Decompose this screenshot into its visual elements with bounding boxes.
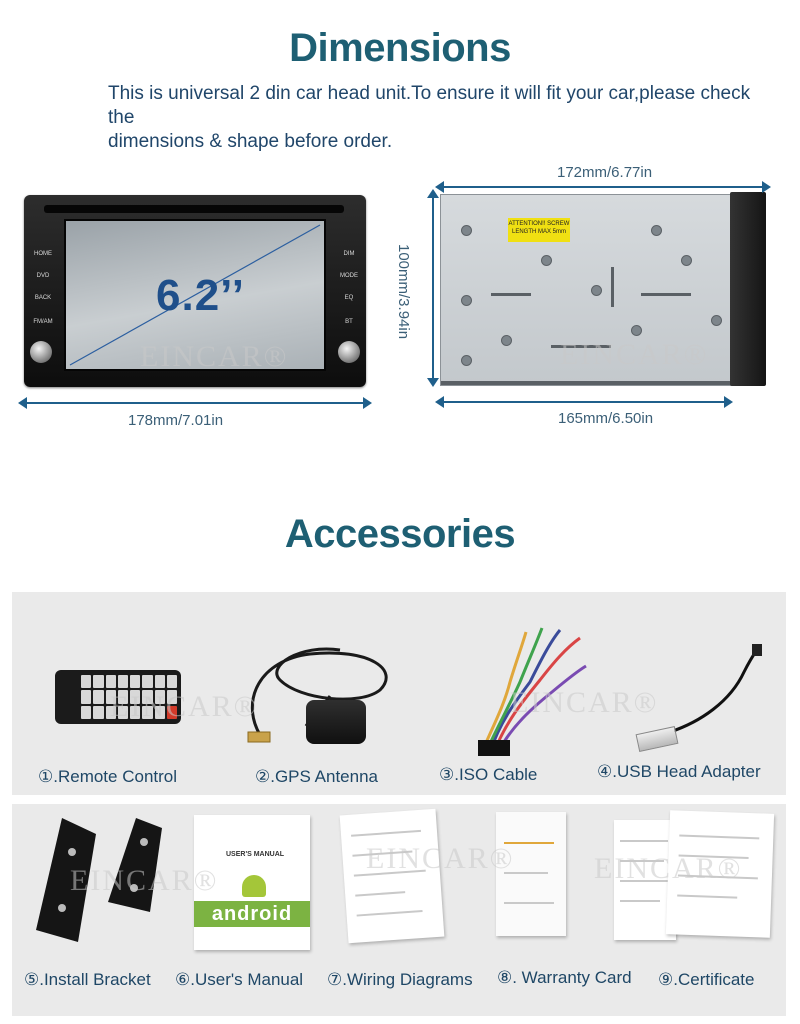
caption-iso-cable: ③.ISO Cable	[439, 765, 538, 784]
chassis-slot	[551, 345, 611, 348]
chassis-hole	[461, 295, 472, 306]
install-bracket-image	[36, 818, 162, 942]
dimensions-heading: Dimensions	[289, 26, 511, 70]
button-home: HOME	[34, 251, 52, 257]
chassis-slot	[611, 267, 614, 307]
chassis-edge	[441, 381, 731, 385]
caption-gps-antenna: ②.GPS Antenna	[255, 767, 378, 786]
caption-usb-head-adapter: ④.USB Head Adapter	[597, 762, 761, 781]
screen-size-label: 6.2’’	[156, 271, 245, 320]
wiring-diagram-image	[339, 808, 445, 944]
button-dim: DIM	[343, 251, 355, 257]
front-width-label: 178mm/7.01in	[128, 412, 224, 429]
caption-certificate: ⑨.Certificate	[658, 970, 755, 989]
height-arrow	[427, 189, 439, 387]
chassis-hole	[711, 315, 722, 326]
head-unit-screen: 6.2’’	[64, 219, 326, 371]
head-unit-chassis-image	[440, 194, 732, 386]
button-back: BACK	[34, 295, 52, 301]
caption-remote-control: ①.Remote Control	[38, 767, 178, 786]
intro-line-1: This is universal 2 din car head unit.To…	[108, 83, 751, 128]
button-fmam: FM/AM	[33, 319, 53, 325]
iso-cable-icon	[478, 627, 587, 756]
chassis-hole	[461, 225, 472, 236]
height-label: 100mm/3.94in	[395, 244, 412, 340]
users-manual-image: USER'S MANUAL android	[194, 815, 310, 950]
remote-keypad	[81, 675, 177, 719]
chassis-slot	[641, 293, 691, 296]
warranty-card-image	[496, 812, 566, 936]
button-dvd: DVD	[36, 273, 50, 279]
chassis-top-arrow	[435, 181, 771, 193]
gps-antenna-image	[306, 700, 366, 744]
chassis-hole	[461, 355, 472, 366]
chassis-hole	[541, 255, 552, 266]
dimensions-intro: This is universal 2 din car head unit.To…	[108, 82, 768, 154]
button-mode: MODE	[340, 273, 358, 279]
screen-diagonal-icon	[69, 224, 321, 366]
usb-adapter-cable-icon	[669, 644, 762, 734]
chassis-hole	[501, 335, 512, 346]
head-unit-front-image: 6.2’’ HOME DVD BACK FM/AM DIM MODE EQ BT	[24, 195, 366, 387]
caption-warranty-card: ⑧. Warranty Card	[497, 968, 632, 987]
android-robot-icon	[242, 875, 266, 897]
caption-wiring-diagrams: ⑦.Wiring Diagrams	[327, 970, 473, 989]
accessories-heading: Accessories	[284, 512, 516, 556]
remote-control-image	[55, 670, 181, 724]
certificate-image-1	[614, 820, 676, 940]
intro-line-2: dimensions & shape before order.	[108, 131, 393, 152]
disc-slot	[44, 205, 344, 213]
button-bt: BT	[345, 319, 353, 325]
chassis-bottom-arrow	[435, 396, 733, 408]
manual-title: USER'S MANUAL	[226, 851, 285, 858]
volume-knob-icon	[30, 341, 52, 363]
manual-android-band: android	[194, 901, 310, 927]
chassis-hole	[681, 255, 692, 266]
chassis-bezel-image	[730, 192, 766, 386]
chassis-bottom-label: 165mm/6.50in	[558, 410, 654, 427]
chassis-slot	[491, 293, 531, 296]
chassis-hole	[651, 225, 662, 236]
chassis-hole	[591, 285, 602, 296]
tuning-knob-icon	[338, 341, 360, 363]
button-eq: EQ	[344, 295, 354, 301]
caption-users-manual: ⑥.User's Manual	[175, 970, 304, 989]
chassis-hole	[631, 325, 642, 336]
front-width-arrow	[18, 397, 372, 409]
caption-install-bracket: ⑤.Install Bracket	[24, 970, 151, 989]
chassis-top-label: 172mm/6.77in	[557, 164, 653, 181]
screw-warning-label: ATTENTION!! SCREW LENGTH MAX 5mm	[508, 218, 570, 242]
certificate-image-2	[665, 810, 775, 938]
